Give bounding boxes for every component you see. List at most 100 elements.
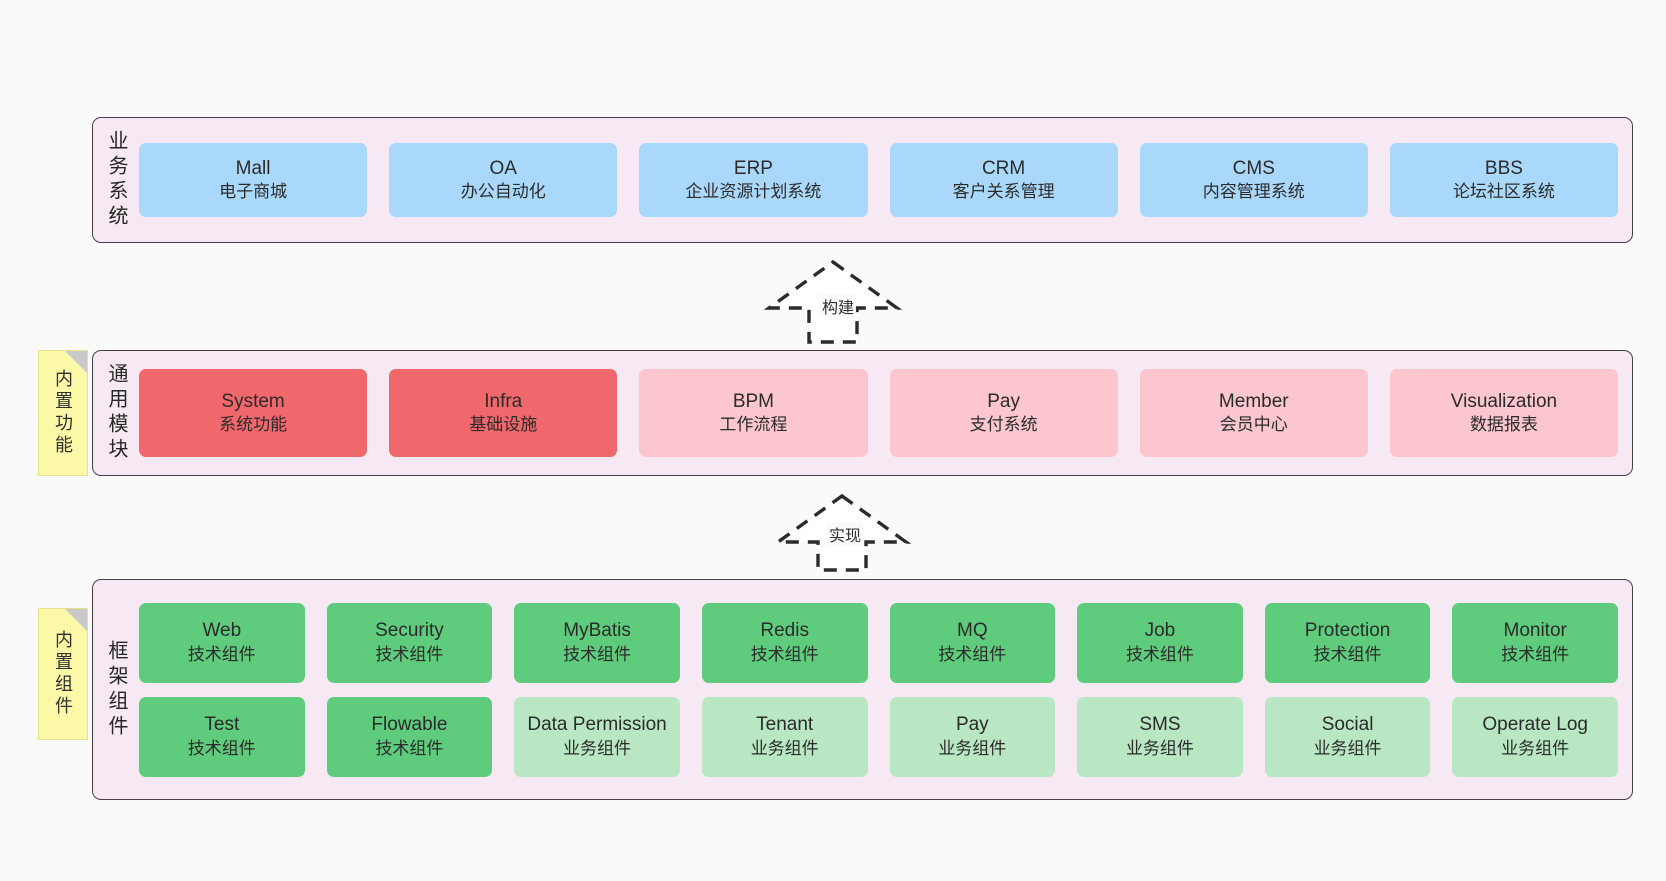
card-erp-desc: 企业资源计划系统	[685, 182, 822, 202]
card-operate-log-name: Operate Log	[1482, 714, 1588, 736]
sticky-note-fold-icon	[65, 609, 87, 631]
sticky-note-builtin-function-label: 内置功能	[53, 369, 73, 457]
sticky-note-builtin-function: 内置功能	[38, 350, 88, 476]
business-system-card-row: Mall 电子商城 OA 办公自动化 ERP 企业资源计划系统 CRM 客户关系…	[139, 143, 1619, 217]
sticky-note-builtin-component: 内置组件	[38, 608, 88, 740]
card-visualization-name: Visualization	[1450, 390, 1558, 412]
card-system-name: System	[221, 390, 285, 412]
connector-build-label: 构建	[820, 294, 857, 318]
card-sms-desc: 业务组件	[1125, 738, 1194, 758]
card-web[interactable]: Web 技术组件	[139, 602, 305, 683]
card-protection[interactable]: Protection 技术组件	[1264, 602, 1431, 683]
card-data-permission-desc: 业务组件	[563, 738, 632, 758]
card-data-permission[interactable]: Data Permission 业务组件	[514, 696, 680, 777]
framework-business-component-row: Test 技术组件 Flowable 技术组件 Data Permission …	[139, 696, 1618, 777]
layer-business-system-title: 业务系统	[105, 130, 127, 230]
card-protection-name: Protection	[1304, 620, 1391, 642]
card-sms[interactable]: SMS 业务组件	[1077, 696, 1243, 777]
card-tenant-desc: 业务组件	[750, 738, 819, 758]
card-social-desc: 业务组件	[1313, 738, 1382, 758]
card-infra[interactable]: Infra 基础设施	[389, 369, 618, 457]
card-job-desc: 技术组件	[1125, 644, 1194, 664]
card-redis-name: Redis	[760, 620, 809, 642]
card-protection-desc: 技术组件	[1313, 644, 1382, 664]
card-member-desc: 会员中心	[1219, 415, 1288, 435]
card-mq-name: MQ	[957, 620, 988, 642]
card-pay-component-desc: 业务组件	[938, 738, 1007, 758]
card-infra-desc: 基础设施	[469, 415, 538, 435]
card-web-name: Web	[202, 620, 242, 642]
card-tenant[interactable]: Tenant 业务组件	[701, 696, 868, 777]
card-mq[interactable]: MQ 技术组件	[889, 602, 1056, 683]
card-security-name: Security	[375, 620, 444, 642]
card-pay-module-desc: 支付系统	[969, 415, 1038, 435]
card-bbs-desc: 论坛社区系统	[1452, 182, 1555, 202]
card-data-permission-name: Data Permission	[527, 714, 667, 736]
card-monitor-name: Monitor	[1503, 620, 1567, 642]
card-redis[interactable]: Redis 技术组件	[701, 602, 868, 683]
card-oa-name: OA	[489, 157, 517, 179]
layer-framework-components-title: 框架组件	[105, 639, 127, 740]
connector-implement-label: 实现	[827, 522, 864, 546]
card-mybatis[interactable]: MyBatis 技术组件	[514, 602, 680, 683]
card-mall-name: Mall	[235, 157, 271, 179]
card-operate-log[interactable]: Operate Log 业务组件	[1452, 696, 1618, 777]
card-job[interactable]: Job 技术组件	[1077, 602, 1243, 683]
card-test[interactable]: Test 技术组件	[139, 696, 305, 777]
sticky-note-builtin-component-label: 内置组件	[53, 630, 73, 718]
card-bpm-name: BPM	[732, 390, 775, 412]
card-erp[interactable]: ERP 企业资源计划系统	[639, 143, 868, 217]
framework-tech-component-row: Web 技术组件 Security 技术组件 MyBatis 技术组件 Redi…	[139, 602, 1618, 683]
card-tenant-name: Tenant	[756, 714, 814, 736]
card-bpm[interactable]: BPM 工作流程	[639, 369, 868, 457]
connector-build: 构建	[758, 258, 908, 346]
card-test-name: Test	[204, 714, 240, 736]
layer-common-modules-title: 通用模块	[105, 363, 127, 463]
card-mybatis-desc: 技术组件	[563, 644, 632, 664]
card-security[interactable]: Security 技术组件	[326, 602, 493, 683]
card-security-desc: 技术组件	[375, 644, 444, 664]
card-flowable-name: Flowable	[371, 714, 448, 736]
card-mall[interactable]: Mall 电子商城	[139, 143, 368, 217]
card-mq-desc: 技术组件	[938, 644, 1007, 664]
card-cms-desc: 内容管理系统	[1202, 182, 1305, 202]
card-pay-component-name: Pay	[955, 714, 989, 736]
layer-framework-components: 框架组件 Web 技术组件 Security 技术组件 MyBatis 技术组件…	[92, 579, 1633, 800]
card-cms[interactable]: CMS 内容管理系统	[1139, 143, 1368, 217]
card-bpm-desc: 工作流程	[719, 415, 788, 435]
card-oa-desc: 办公自动化	[460, 182, 546, 202]
card-social-name: Social	[1321, 714, 1374, 736]
card-member-name: Member	[1218, 390, 1289, 412]
card-crm[interactable]: CRM 客户关系管理	[889, 143, 1118, 217]
card-operate-log-desc: 业务组件	[1501, 738, 1570, 758]
card-crm-desc: 客户关系管理	[952, 182, 1055, 202]
card-system[interactable]: System 系统功能	[139, 369, 368, 457]
card-pay-module[interactable]: Pay 支付系统	[889, 369, 1118, 457]
card-erp-name: ERP	[733, 157, 773, 179]
connector-implement: 实现	[772, 492, 922, 572]
common-modules-card-row: System 系统功能 Infra 基础设施 BPM 工作流程 Pay 支付系统…	[139, 369, 1619, 457]
card-mybatis-name: MyBatis	[563, 620, 631, 642]
card-flowable-desc: 技术组件	[375, 738, 444, 758]
card-oa[interactable]: OA 办公自动化	[389, 143, 618, 217]
layer-common-modules-body: System 系统功能 Infra 基础设施 BPM 工作流程 Pay 支付系统…	[139, 351, 1632, 475]
card-pay-component[interactable]: Pay 业务组件	[889, 696, 1056, 777]
card-bbs[interactable]: BBS 论坛社区系统	[1389, 143, 1619, 217]
card-visualization[interactable]: Visualization 数据报表	[1389, 369, 1619, 457]
card-mall-desc: 电子商城	[219, 182, 288, 202]
card-monitor[interactable]: Monitor 技术组件	[1452, 602, 1618, 683]
card-redis-desc: 技术组件	[750, 644, 819, 664]
card-monitor-desc: 技术组件	[1501, 644, 1570, 664]
card-social[interactable]: Social 业务组件	[1264, 696, 1431, 777]
layer-framework-components-body: Web 技术组件 Security 技术组件 MyBatis 技术组件 Redi…	[139, 580, 1632, 799]
layer-common-modules: 通用模块 System 系统功能 Infra 基础设施 BPM 工作流程 Pay…	[92, 350, 1633, 476]
card-bbs-name: BBS	[1484, 157, 1523, 179]
card-infra-name: Infra	[484, 390, 523, 412]
card-sms-name: SMS	[1139, 714, 1181, 736]
card-member[interactable]: Member 会员中心	[1139, 369, 1368, 457]
sticky-note-fold-icon	[65, 351, 87, 373]
card-crm-name: CRM	[981, 157, 1026, 179]
card-system-desc: 系统功能	[219, 415, 288, 435]
card-flowable[interactable]: Flowable 技术组件	[326, 696, 493, 777]
